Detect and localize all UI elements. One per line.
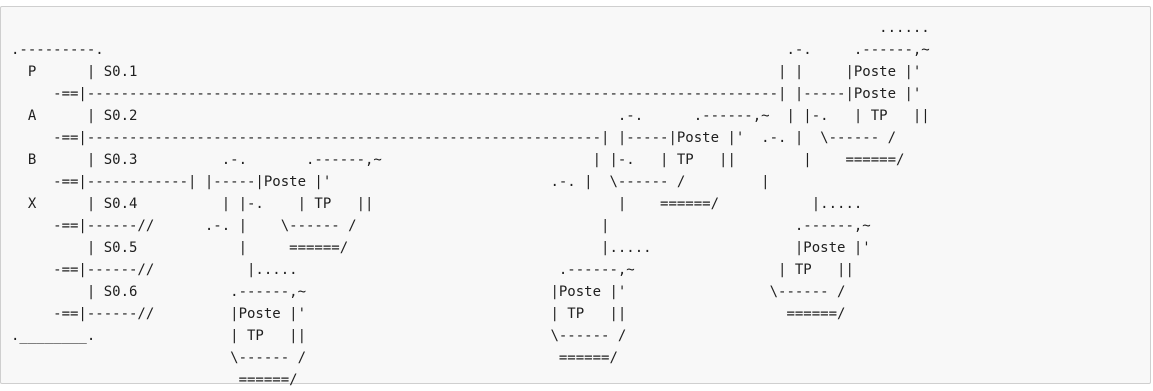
ascii-pabx-diagram: ...... .---------. .-. .------,~ P | S0.… [11,17,930,391]
diagram-line: | S0.6 .------,~ |Poste |' \------ / [11,284,846,300]
diagram-line: -==|------------------------------------… [11,86,922,102]
diagram-line: ...... [11,20,930,36]
diagram-line: -==|------------------------------------… [11,130,897,146]
diagram-line: | S0.5 | ======/ |..... |Poste |' [11,240,871,256]
diagram-line: -==|------// |Poste |' | TP || ======/ [11,306,846,322]
diagram-line: -==|------// .-. | \------ / | .------,~ [11,218,871,234]
diagram-line: .---------. .-. .------,~ [11,42,930,58]
code-block: ...... .---------. .-. .------,~ P | S0.… [0,6,1151,388]
diagram-line: A | S0.2 .-. .------,~ | |-. | TP || [11,108,930,124]
diagram-line: ======/ [11,372,298,388]
diagram-line: -==|------------| |-----|Poste |' .-. | … [11,174,770,190]
diagram-line: \------ / ======/ [11,350,618,366]
diagram-line: X | S0.4 | |-. | TP || | ======/ |..... [11,196,863,212]
diagram-line: .________. | TP || \------ / [11,328,627,344]
diagram-line: B | S0.3 .-. .------,~ | |-. | TP || | =… [11,152,905,168]
diagram-line: P | S0.1 | | |Poste |' [11,64,922,80]
diagram-line: -==|------// |..... .------,~ | TP || [11,262,854,278]
